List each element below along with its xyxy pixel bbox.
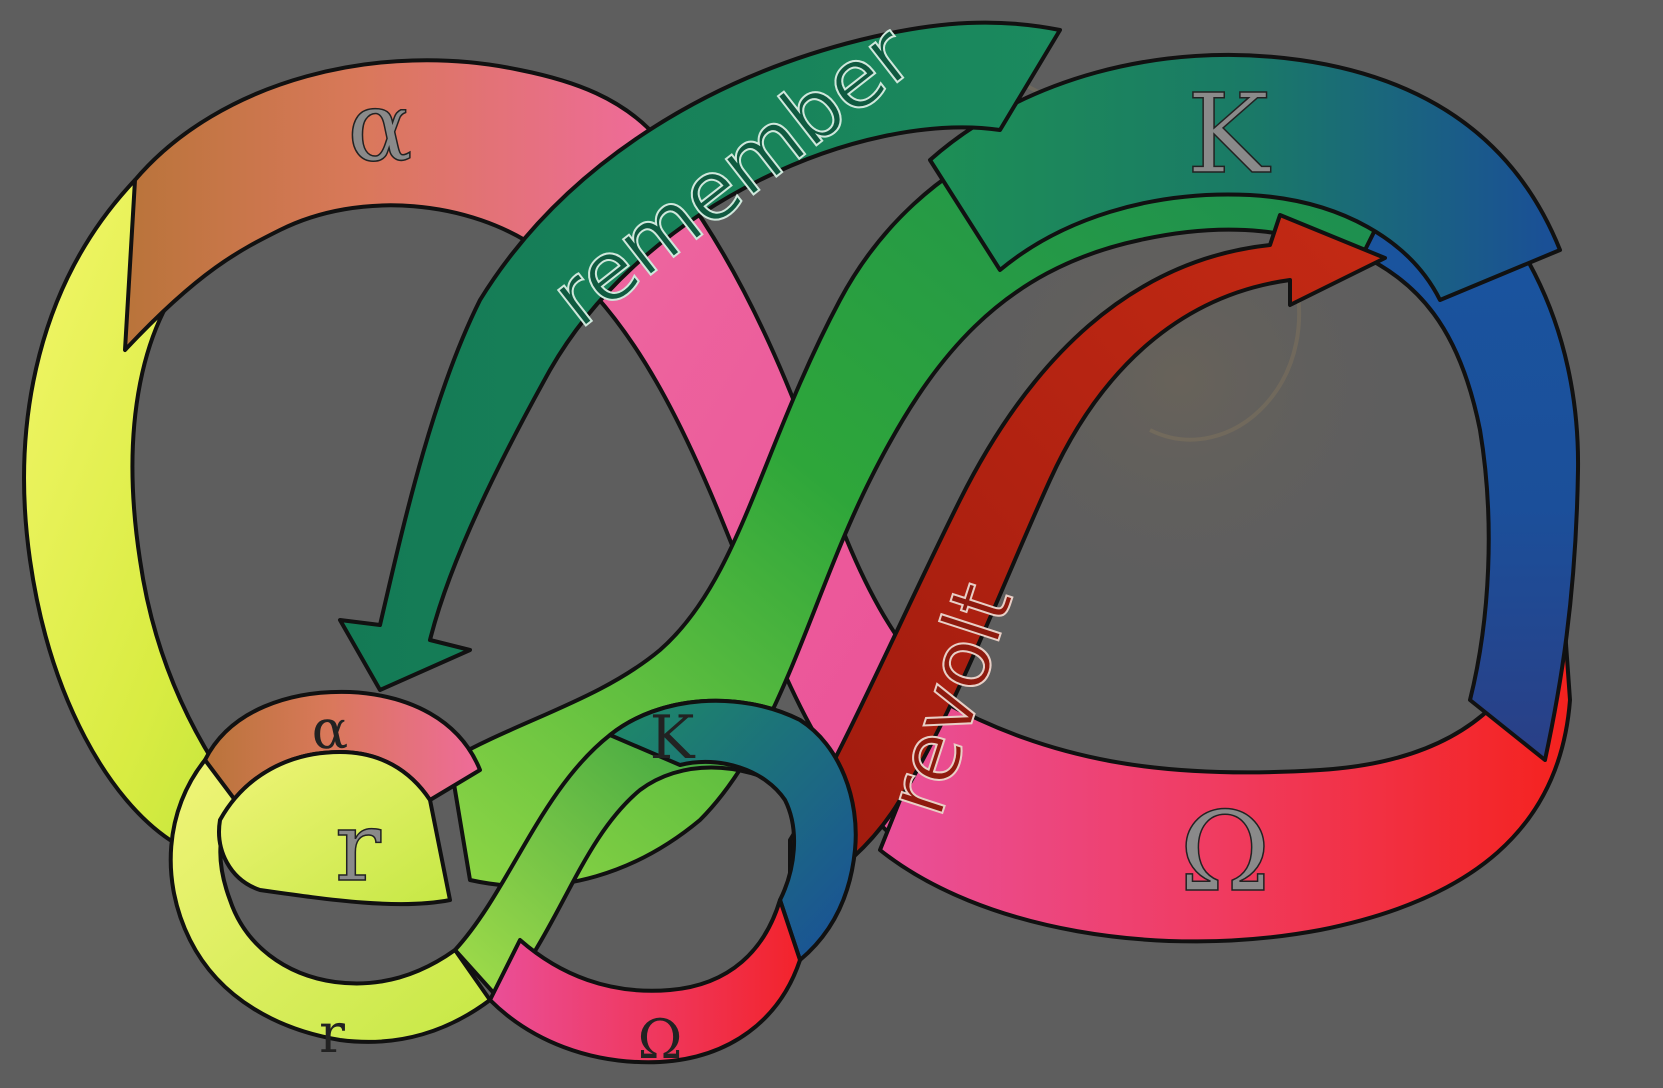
small-omega-label: Ω [638,1008,683,1071]
large-alpha-label: α [348,71,413,183]
large-r-label: r [335,791,381,903]
small-alpha-label: α [312,698,348,761]
small-r-label: r [319,1002,345,1065]
large-omega-label: Ω [1179,788,1270,916]
large-kappa-label: K [1187,70,1271,198]
small-kappa-label: K [650,703,696,773]
